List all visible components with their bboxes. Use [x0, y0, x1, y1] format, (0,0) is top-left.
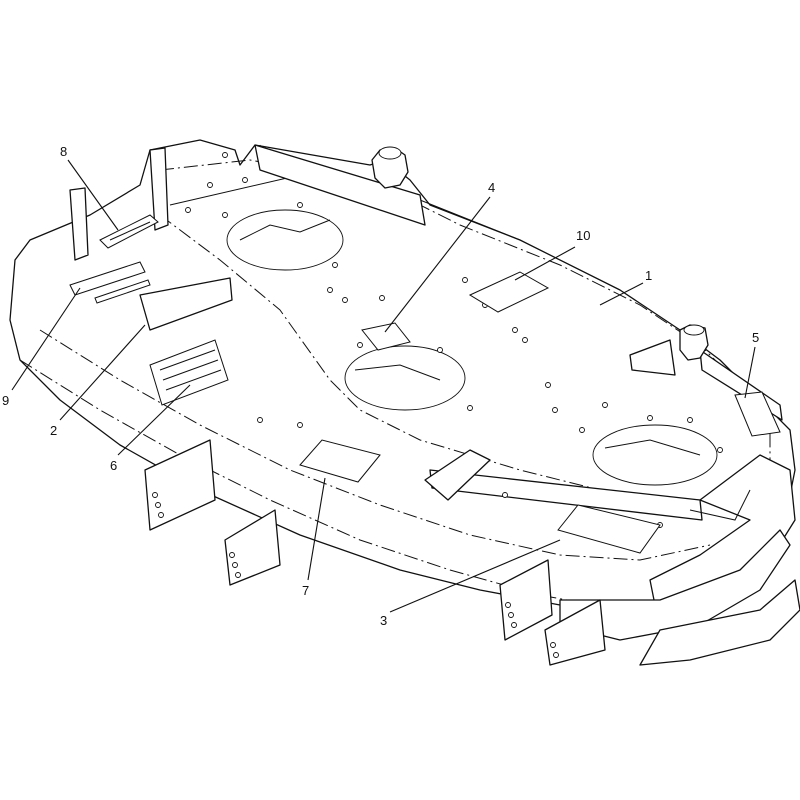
- decal-9: [69, 261, 146, 296]
- callout-10: 10: [576, 228, 590, 243]
- leader-10: [514, 246, 576, 281]
- bracket-front-3: [499, 559, 553, 641]
- decals: [69, 214, 781, 554]
- decal-4: [361, 322, 411, 351]
- bracket-rear-left: [149, 147, 169, 231]
- leader-5: [744, 346, 756, 399]
- blade-openings: [226, 209, 718, 486]
- leader-2: [59, 324, 146, 421]
- leader-8: [67, 159, 119, 231]
- bracket-front-4: [544, 599, 606, 666]
- bracket-front-2: [224, 509, 281, 586]
- blade-opening-left: [226, 209, 344, 271]
- decal-7: [299, 439, 381, 483]
- callout-3: 3: [380, 613, 387, 628]
- decal-5: [734, 391, 781, 437]
- leader-4: [384, 196, 491, 333]
- callout-9: 9: [2, 393, 9, 408]
- decal-10: [468, 271, 550, 313]
- leader-1: [599, 282, 644, 306]
- blade-opening-right: [592, 424, 718, 486]
- leader-lines: [11, 159, 756, 613]
- callout-2: 2: [50, 423, 57, 438]
- callout-7: 7: [302, 583, 309, 598]
- callout-labels: 1 2 3 4 5 6 7 8 9 10: [2, 144, 759, 628]
- leader-9: [11, 287, 81, 391]
- spindle-housings: [371, 146, 709, 361]
- callout-8: 8: [60, 144, 67, 159]
- blade-opening-center: [344, 345, 466, 411]
- leader-6: [117, 384, 191, 456]
- bracket-front-1: [144, 439, 216, 531]
- callout-4: 4: [488, 180, 495, 195]
- callout-6: 6: [110, 458, 117, 473]
- callout-1: 1: [645, 268, 652, 283]
- bolt-holes: [185, 152, 723, 528]
- mounting-brackets: [69, 147, 676, 666]
- callout-5: 5: [752, 330, 759, 345]
- leader-3: [389, 539, 561, 613]
- leader-7: [307, 477, 326, 581]
- decal-3: [557, 504, 661, 554]
